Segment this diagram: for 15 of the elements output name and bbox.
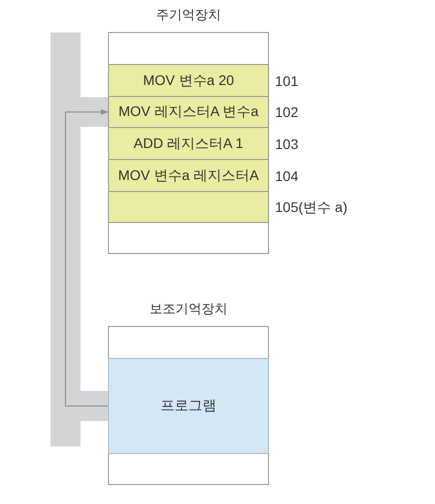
arrow — [65, 109, 108, 406]
address-label: 101 — [275, 72, 298, 90]
address-label: 105(변수 a) — [275, 198, 348, 216]
memory-row — [108, 191, 269, 223]
address-label: 104 — [275, 166, 298, 184]
address-label: 103 — [275, 134, 298, 152]
section-heading: 주기억장치 — [155, 6, 222, 24]
address-label: 102 — [275, 103, 298, 121]
memory-row: MOV 레지스터A 변수a — [108, 96, 269, 128]
memory-row: MOV 변수a 20 — [108, 64, 269, 97]
program-block: 프로그램 — [108, 358, 269, 454]
memory-row: ADD 레지스터A 1 — [108, 127, 269, 160]
memory-row: MOV 변수a 레지스터A — [108, 159, 269, 192]
section-heading: 보조기억장치 — [148, 300, 228, 318]
bus-band — [50, 32, 108, 446]
